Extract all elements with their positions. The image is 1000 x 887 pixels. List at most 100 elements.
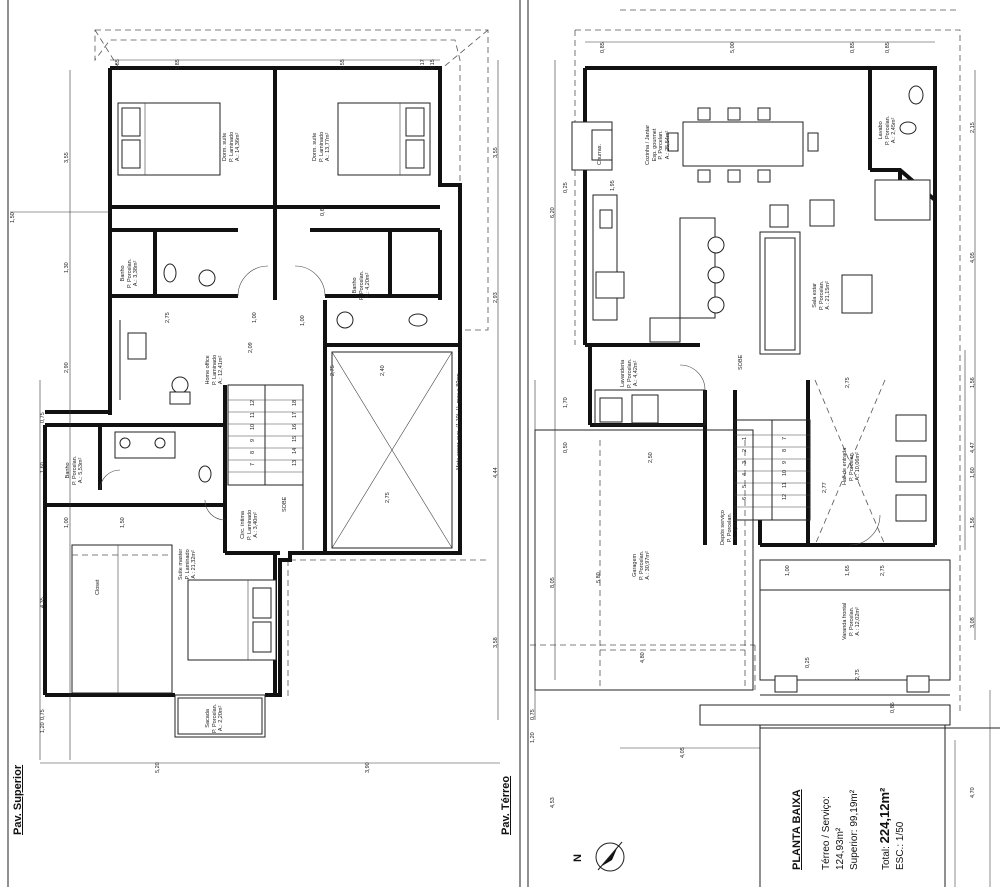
stair-step-number: 5	[742, 484, 748, 488]
dimension-label: 0,85	[850, 42, 856, 53]
stamp-line3: Superior: 99,19m²	[849, 789, 860, 870]
stair-step-number: 17	[292, 411, 298, 418]
dimension-label: 2,93	[493, 292, 499, 303]
dimension-label: 2,90	[64, 362, 70, 373]
void-note: Mata ancor. sup. (1,10), H. max = 80cm	[456, 373, 462, 470]
dimension-label: 2,75	[880, 565, 886, 576]
dimension-label: 1,00	[64, 517, 70, 528]
stair-step-number: 11	[782, 482, 788, 488]
stair-step-number: 18	[292, 399, 298, 406]
bed-suite-2	[337, 102, 431, 176]
stamp-line2: 124,93m²	[835, 827, 846, 870]
dimension-label: 1,65	[845, 565, 851, 576]
bed-suite-1	[117, 102, 221, 176]
dimension-label: 5,00	[730, 42, 736, 53]
dimension-label: 4,53	[550, 797, 556, 808]
dimension-label: 1,56	[970, 517, 976, 528]
dimension-label: 8,05	[550, 577, 556, 588]
stair-step-number: 8	[782, 448, 788, 452]
stair-step-number: 12	[782, 493, 788, 500]
dimension-label: 2,75	[165, 312, 171, 323]
stair-step-number: 7	[782, 436, 788, 440]
stamp-line1: Térreo / Serviço:	[821, 796, 832, 870]
dimension-label: 2,50	[648, 452, 654, 463]
dimension-label: 1,30	[64, 262, 70, 273]
void-over-hall	[331, 351, 453, 549]
dimension-label: 4,05	[680, 747, 686, 758]
stamp-areas: Térreo / Serviço: 124,93m² Superior: 99,…	[820, 790, 862, 870]
room-label-closet: Closet	[95, 579, 101, 595]
dimension-label: 1,20	[40, 722, 46, 733]
dimension-label: 0,85	[600, 42, 606, 53]
stair-step-number: 10	[250, 423, 256, 430]
stair-step-number: 11	[250, 412, 256, 418]
dimension-label: 0,85	[885, 42, 891, 53]
dimension-label: 0,17	[420, 59, 426, 70]
dimension-label: 1,50	[120, 517, 126, 528]
dimension-label: 4,47	[970, 442, 976, 453]
dimension-label: 1,95	[610, 180, 616, 191]
dimension-label: 0,25	[805, 657, 811, 668]
dimension-label: 1,60	[40, 462, 46, 473]
stamp-total-value: 224,12m²	[877, 787, 892, 844]
dimension-label: 2,15	[970, 122, 976, 133]
upper-floor-plan	[10, 29, 500, 764]
stair-step-number: 3	[742, 460, 748, 464]
dimension-label: 2,40	[380, 365, 386, 376]
dimension-label: 4,35	[40, 597, 46, 608]
dimension-label: 3,58	[493, 637, 499, 648]
stairs-sobe-upper: SOBE	[282, 496, 288, 512]
dimension-label: 0,15	[430, 59, 436, 70]
dimension-label: 3,55	[64, 152, 70, 163]
stair-step-number: 4	[742, 472, 748, 476]
stair-step-number: 7	[250, 462, 256, 466]
dimension-label: 0,75	[530, 709, 536, 720]
north-arrow-icon	[595, 841, 625, 872]
dimension-label: 2,75	[855, 669, 861, 680]
dimension-label: 2,75	[385, 492, 391, 503]
stamp-totals: Total: 224,12m² ESC.: 1/50	[877, 787, 908, 870]
dimension-label: 5,20	[155, 762, 161, 773]
dimension-label: 1,00	[300, 315, 306, 326]
dimension-label: 1,60	[970, 467, 976, 478]
dimension-label: 1,70	[563, 397, 569, 408]
stair-step-number: 9	[782, 460, 788, 464]
dimension-label: 1,50	[10, 212, 16, 223]
stamp-heading: PLANTA BAIXA	[791, 789, 803, 870]
dimension-label: 3,85	[175, 59, 181, 70]
dining-table	[667, 107, 819, 183]
dimension-label: 0,75	[40, 412, 46, 423]
dimension-label: 4,44	[493, 467, 499, 478]
stair-step-number: 6	[742, 496, 748, 500]
dimension-label: 1,20	[530, 732, 536, 743]
dimension-label: 4,05	[970, 252, 976, 263]
stamp-scale: ESC.: 1/50	[895, 821, 906, 870]
stairs-upper	[227, 384, 304, 550]
dimension-label: 4,70	[970, 787, 976, 798]
stair-step-number: 9	[250, 438, 256, 442]
north-label: N	[572, 854, 584, 862]
dimension-label: 3,55	[340, 59, 346, 70]
dimension-label: 2,75	[845, 377, 851, 388]
bed-master	[187, 579, 277, 661]
dimension-label: 0,50	[563, 442, 569, 453]
ground-floor-plan	[530, 9, 1000, 887]
dimension-label: 0,65	[320, 205, 326, 216]
dimension-label: 6,20	[550, 207, 556, 218]
dimension-label: 1,56	[970, 377, 976, 388]
stair-step-number: 8	[250, 450, 256, 454]
